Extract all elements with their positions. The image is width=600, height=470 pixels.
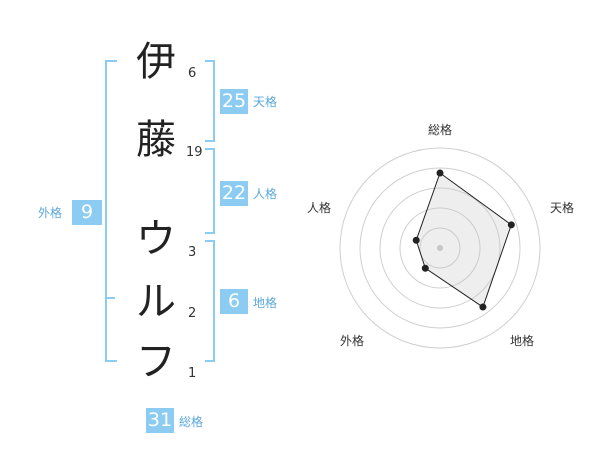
radar-polygon [415, 172, 512, 308]
radar-ring [379, 187, 501, 309]
gaikaku-bracket [105, 60, 117, 362]
stroke-count-4: 2 [188, 306, 197, 321]
tenkaku-label: 天格 [253, 95, 278, 109]
name-char-2: 藤 [136, 117, 176, 163]
radar-axis-label-gaikaku: 外格 [340, 334, 365, 348]
name-char-4: ル [136, 279, 176, 325]
jinkaku-label: 人格 [253, 187, 278, 201]
radar-ring [399, 207, 481, 289]
name-char-3: ウ [136, 216, 176, 262]
jinkaku-value: 22 [220, 181, 248, 206]
stroke-count-3: 3 [188, 245, 197, 260]
radar-ring [359, 167, 521, 329]
radar-ring [419, 227, 461, 269]
stroke-count-5: 1 [188, 366, 197, 381]
gaikaku-bracket-tick [105, 297, 115, 299]
soukaku-label: 総格 [179, 415, 204, 429]
chikaku-value: 6 [220, 289, 248, 314]
radar-point-1 [436, 169, 444, 177]
stroke-count-2: 19 [186, 145, 203, 160]
radar-ring [339, 147, 541, 349]
tenkaku-bracket [205, 60, 215, 142]
radar-center [437, 245, 443, 251]
radar-axis-label-soukaku: 総格 [428, 123, 453, 137]
radar-point-5 [412, 236, 420, 244]
stroke-count-1: 6 [188, 66, 197, 81]
radar-point-4 [421, 264, 429, 272]
name-char-1: 伊 [136, 39, 176, 85]
radar-axis-label-tenkaku: 天格 [550, 201, 575, 215]
gaikaku-value: 9 [72, 200, 102, 225]
radar-point-2 [507, 221, 515, 229]
tenkaku-value: 25 [220, 89, 248, 114]
soukaku-value: 31 [146, 408, 174, 433]
chikaku-bracket [205, 240, 215, 362]
radar-axis-label-chikaku: 地格 [510, 334, 535, 348]
name-char-5: フ [136, 339, 176, 385]
gaikaku-label: 外格 [38, 206, 63, 220]
jinkaku-bracket [205, 148, 215, 234]
radar-point-3 [479, 303, 487, 311]
chikaku-label: 地格 [253, 296, 278, 310]
radar-axis-label-jinkaku: 人格 [307, 201, 332, 215]
